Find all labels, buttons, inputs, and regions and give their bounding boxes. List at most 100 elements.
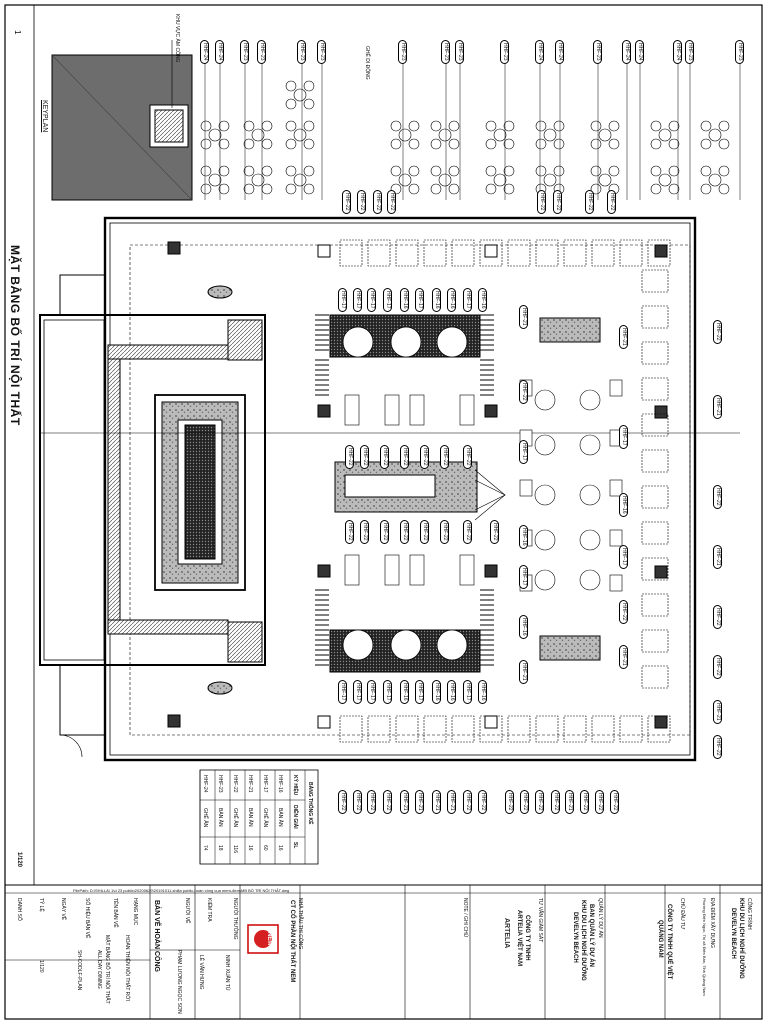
- dining-table: [344, 394, 360, 426]
- chair: [641, 557, 669, 581]
- table-cluster: [590, 120, 620, 150]
- chair: [519, 479, 533, 497]
- furniture-tag: HHF-22: [490, 520, 499, 544]
- tb-project-name-2: DEVELYN BEACH: [730, 908, 736, 959]
- furniture-tag: HHF-16: [619, 493, 628, 517]
- furniture-tag: HHF-22: [440, 445, 449, 469]
- chair: [479, 715, 503, 743]
- round-table: [534, 484, 556, 506]
- tb-owner-2: QUẢNG NAM: [657, 920, 663, 958]
- dining-table: [344, 554, 360, 586]
- furniture-tag: HHF-23: [240, 40, 249, 64]
- furniture-tag: HHF-17: [415, 680, 424, 704]
- table-cluster: [200, 165, 230, 195]
- chair: [641, 449, 669, 473]
- dining-table: [384, 394, 400, 426]
- tb-drawing-type: BẢN VẼ HOÀN CÔNG: [153, 900, 160, 972]
- furniture-tag: HHF-22: [607, 190, 616, 214]
- chair: [507, 239, 531, 267]
- chair: [641, 269, 669, 293]
- chair: [535, 715, 559, 743]
- keyplan-label: KEYPLAN: [41, 100, 48, 133]
- furniture-tag: HHF-17: [415, 288, 424, 312]
- furniture-tag: HHF-17: [338, 288, 347, 312]
- furniture-tag: HHF-22: [367, 790, 376, 814]
- bench: [480, 359, 494, 396]
- table-cluster: [243, 165, 273, 195]
- furniture-tag: HHF-23: [441, 40, 450, 64]
- tb-drawing-title: MẶT BẰNG BỐ TRÍ NỘI THẤT: [104, 935, 110, 1004]
- furniture-tag: HHF-22: [440, 520, 449, 544]
- furniture-tag: HHF-16: [519, 615, 528, 639]
- furniture-tag: HHF-22: [595, 790, 604, 814]
- furniture-tag: HHF-22: [580, 790, 589, 814]
- round-table: [342, 629, 374, 661]
- chair: [641, 413, 669, 437]
- bench: [480, 629, 494, 666]
- furniture-tag: HHF-22: [713, 485, 722, 509]
- dining-table: [409, 554, 425, 586]
- furniture-tag: HHF-22: [610, 790, 619, 814]
- furniture-tag: HHF-17: [619, 425, 628, 449]
- stats-header: DIỄN GIẢI: [292, 805, 298, 829]
- furniture-tag: HHF-21: [619, 325, 628, 349]
- chair: [647, 239, 671, 267]
- stats-cell: HHF-24: [202, 775, 208, 793]
- furniture-tag: HHF-17: [619, 545, 628, 569]
- chair: [367, 715, 391, 743]
- furniture-tag: HHF-22: [345, 520, 354, 544]
- furniture-tag: HHF-17: [383, 288, 392, 312]
- furniture-tag: HHF-23: [257, 40, 266, 64]
- furniture-tag: HHF-21: [565, 790, 574, 814]
- tb-drawing-no: SH-CODLF-PLAN: [76, 950, 82, 991]
- furniture-tag: HHF-22: [713, 735, 722, 759]
- table-cluster: [390, 120, 420, 150]
- furniture-tag: HHF-22: [519, 380, 528, 404]
- round-table: [579, 484, 601, 506]
- dining-table: [459, 554, 475, 586]
- chair: [507, 715, 531, 743]
- furniture-tag: HHF-23: [317, 40, 326, 64]
- tb-date-label: NGÀY VẼ: [60, 898, 66, 921]
- stats-cell: GHẾ ĂN: [232, 808, 238, 828]
- furniture-tag: HHF-17: [519, 565, 528, 589]
- furniture-tag: HHF-22: [505, 790, 514, 814]
- chair: [395, 715, 419, 743]
- furniture-tag: HHF-21: [519, 660, 528, 684]
- furniture-tag: HHF-23: [455, 40, 464, 64]
- stats-cell: HHF-21: [247, 775, 253, 793]
- furniture-tag: HHF-21: [519, 305, 528, 329]
- tb-location: Phường Điện Ngọc, Thị xã Điện Bàn, Tỉnh …: [702, 898, 707, 996]
- bench: [315, 359, 329, 396]
- chair: [451, 239, 475, 267]
- chair: [563, 715, 587, 743]
- tb-pm-2: KHU DU LỊCH NGHỈ DƯỠNG: [580, 900, 586, 981]
- furniture-tag: HHF-16: [519, 525, 528, 549]
- stats-cell: HHF-23: [217, 775, 223, 793]
- furniture-tag: HHF-17: [383, 680, 392, 704]
- furniture-tag: HHF-22: [387, 190, 396, 214]
- furniture-tag: HHF-24: [673, 40, 682, 64]
- bench: [480, 314, 494, 351]
- chair: [423, 715, 447, 743]
- furniture-tag: HHF-22: [520, 790, 529, 814]
- dining-table: [459, 394, 475, 426]
- keyplan-zone-label: KHU VỰC ẨM CÔNG: [174, 14, 180, 63]
- tb-scale-label: TỶ LỆ: [38, 898, 44, 912]
- furniture-tag: HHF-24: [215, 40, 224, 64]
- chair: [641, 485, 669, 509]
- tb-note-label: NOTE / GHI CHÚ: [462, 898, 468, 938]
- sheet-index: 1: [13, 30, 22, 35]
- furniture-tag: HHF-23: [735, 40, 744, 64]
- table-cluster: [700, 120, 730, 150]
- tb-category-label: HẠNG MỤC: [132, 898, 138, 926]
- table-cluster: [535, 120, 565, 150]
- chair: [423, 239, 447, 267]
- file-path: FilePath: D:\SHILLA\ 1\d 23 public\20200…: [73, 888, 290, 893]
- furniture-tag: HHF-17: [367, 288, 376, 312]
- tb-consultant-label: TƯ VẤN GIÁM SÁT: [537, 898, 543, 943]
- dining-table: [409, 394, 425, 426]
- stats-cell: 116: [232, 845, 238, 853]
- stats-cell: 60: [262, 845, 268, 851]
- chair: [591, 239, 615, 267]
